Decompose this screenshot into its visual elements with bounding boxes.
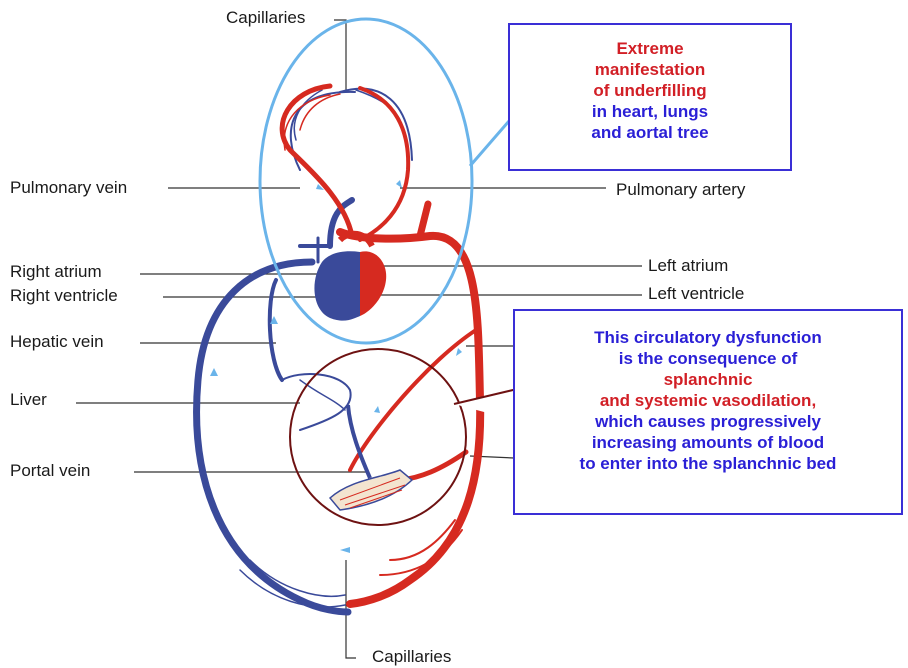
aortic-branch xyxy=(420,204,428,236)
label-left-atrium: Left atrium xyxy=(648,256,728,276)
top-callout-line-3: of underfilling xyxy=(510,80,790,101)
label-portal-vein: Portal vein xyxy=(10,461,90,481)
flow-arrow xyxy=(210,368,218,376)
bottom-callout-line-7: to enter into the splanchnic bed xyxy=(515,453,901,474)
top-callout-line-5: and aortal tree xyxy=(510,122,790,143)
pulmonary-artery-vessel xyxy=(282,86,352,236)
bottom-callout-line-1: This circulatory dysfunction xyxy=(515,327,901,348)
label-hepatic-vein: Hepatic vein xyxy=(10,332,104,352)
heart-left-side xyxy=(360,251,386,316)
top-callout-line-2: manifestation xyxy=(510,59,790,80)
top-callout-line-1: Extreme xyxy=(510,38,790,59)
arterial-vessels xyxy=(282,86,480,604)
flow-arrow xyxy=(456,348,462,356)
bottom-callout-box: This circulatory dysfunction is the cons… xyxy=(513,309,903,515)
bottom-callout-line-5: which causes progressively xyxy=(515,411,901,432)
splanchnic-bed xyxy=(330,405,412,510)
top-callout-box: Extreme manifestation of underfilling in… xyxy=(508,23,792,171)
flow-arrow xyxy=(396,180,402,188)
top-callout-line-4: in heart, lungs xyxy=(510,101,790,122)
bottom-callout-line-4: and systemic vasodilation, xyxy=(515,390,901,411)
label-pulmonary-artery: Pulmonary artery xyxy=(616,180,745,200)
bottom-callout-line-3: splanchnic xyxy=(515,369,901,390)
label-liver: Liver xyxy=(10,390,47,410)
label-capillaries-bottom: Capillaries xyxy=(372,647,451,667)
leader-capillaries-top xyxy=(334,20,346,90)
label-left-ventricle: Left ventricle xyxy=(648,284,744,304)
label-capillaries-top: Capillaries xyxy=(226,8,305,28)
hepatic-vein xyxy=(270,280,282,380)
flow-arrow xyxy=(374,406,380,413)
capillary-red-1 xyxy=(300,94,340,130)
label-pulmonary-vein: Pulmonary vein xyxy=(10,178,127,198)
label-right-ventricle: Right ventricle xyxy=(10,286,118,306)
flow-arrow xyxy=(340,547,350,553)
label-right-atrium: Right atrium xyxy=(10,262,102,282)
bottom-callout-line-2: is the consequence of xyxy=(515,348,901,369)
bottom-callout-line-6: increasing amounts of blood xyxy=(515,432,901,453)
heart-right-side xyxy=(314,251,360,320)
